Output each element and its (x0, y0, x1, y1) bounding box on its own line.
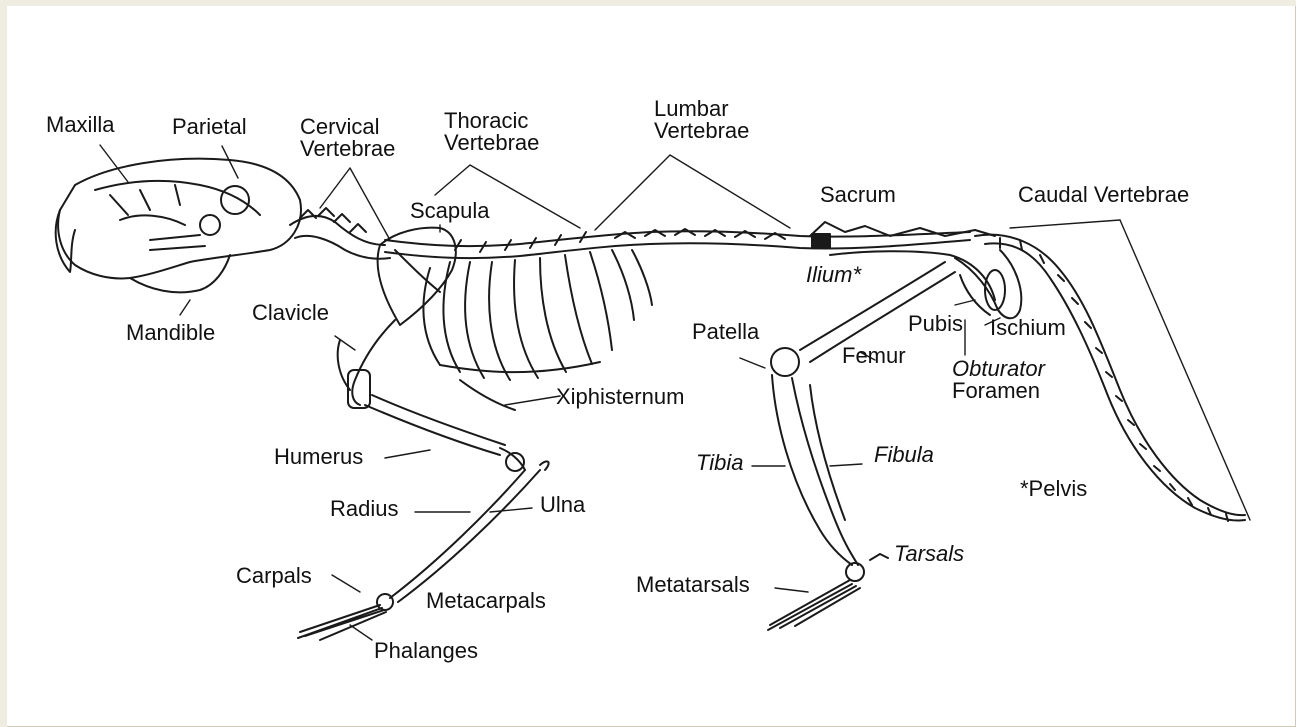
label-maxilla: Maxilla (46, 114, 114, 136)
label-lumbar-vertebrae: Lumbar Vertebrae (654, 98, 749, 142)
label-pelvis-note: *Pelvis (1020, 478, 1087, 500)
label-thoracic-vertebrae: Thoracic Vertebrae (444, 110, 539, 154)
label-radius: Radius (330, 498, 398, 520)
label-ulna: Ulna (540, 494, 585, 516)
label-carpals: Carpals (236, 565, 312, 587)
label-tibia: Tibia (696, 452, 744, 474)
label-obturator-foramen: Obturator Foramen (952, 358, 1045, 402)
label-phalanges: Phalanges (374, 640, 478, 662)
label-patella: Patella (692, 321, 759, 343)
label-metatarsals: Metatarsals (636, 574, 750, 596)
label-sacrum: Sacrum (820, 184, 896, 206)
label-caudal-vertebrae: Caudal Vertebrae (1018, 184, 1189, 206)
label-cervical-vertebrae: Cervical Vertebrae (300, 116, 395, 160)
label-humerus: Humerus (274, 446, 363, 468)
label-pubis: Pubis (908, 313, 963, 335)
label-metacarpals: Metacarpals (426, 590, 546, 612)
label-thoracic-line1: Thoracic (444, 110, 539, 132)
label-lumbar-line1: Lumbar (654, 98, 749, 120)
label-mandible: Mandible (126, 322, 215, 344)
label-obturator-line1: Obturator (952, 358, 1045, 380)
label-parietal: Parietal (172, 116, 247, 138)
label-tarsals: Tarsals (894, 543, 964, 565)
label-ischium: Ischium (990, 317, 1066, 339)
label-femur: Femur (842, 345, 906, 367)
label-clavicle: Clavicle (252, 302, 329, 324)
skull (56, 159, 301, 293)
label-thoracic-line2: Vertebrae (444, 132, 539, 154)
label-ilium: Ilium* (806, 264, 861, 286)
label-xiphisternum: Xiphisternum (556, 386, 684, 408)
label-obturator-line2: Foramen (952, 380, 1045, 402)
label-fibula: Fibula (874, 444, 934, 466)
label-scapula: Scapula (410, 200, 490, 222)
cervical-vertebrae (290, 208, 390, 259)
label-lumbar-line2: Vertebrae (654, 120, 749, 142)
label-cervical-line2: Vertebrae (300, 138, 395, 160)
label-cervical-line1: Cervical (300, 116, 395, 138)
